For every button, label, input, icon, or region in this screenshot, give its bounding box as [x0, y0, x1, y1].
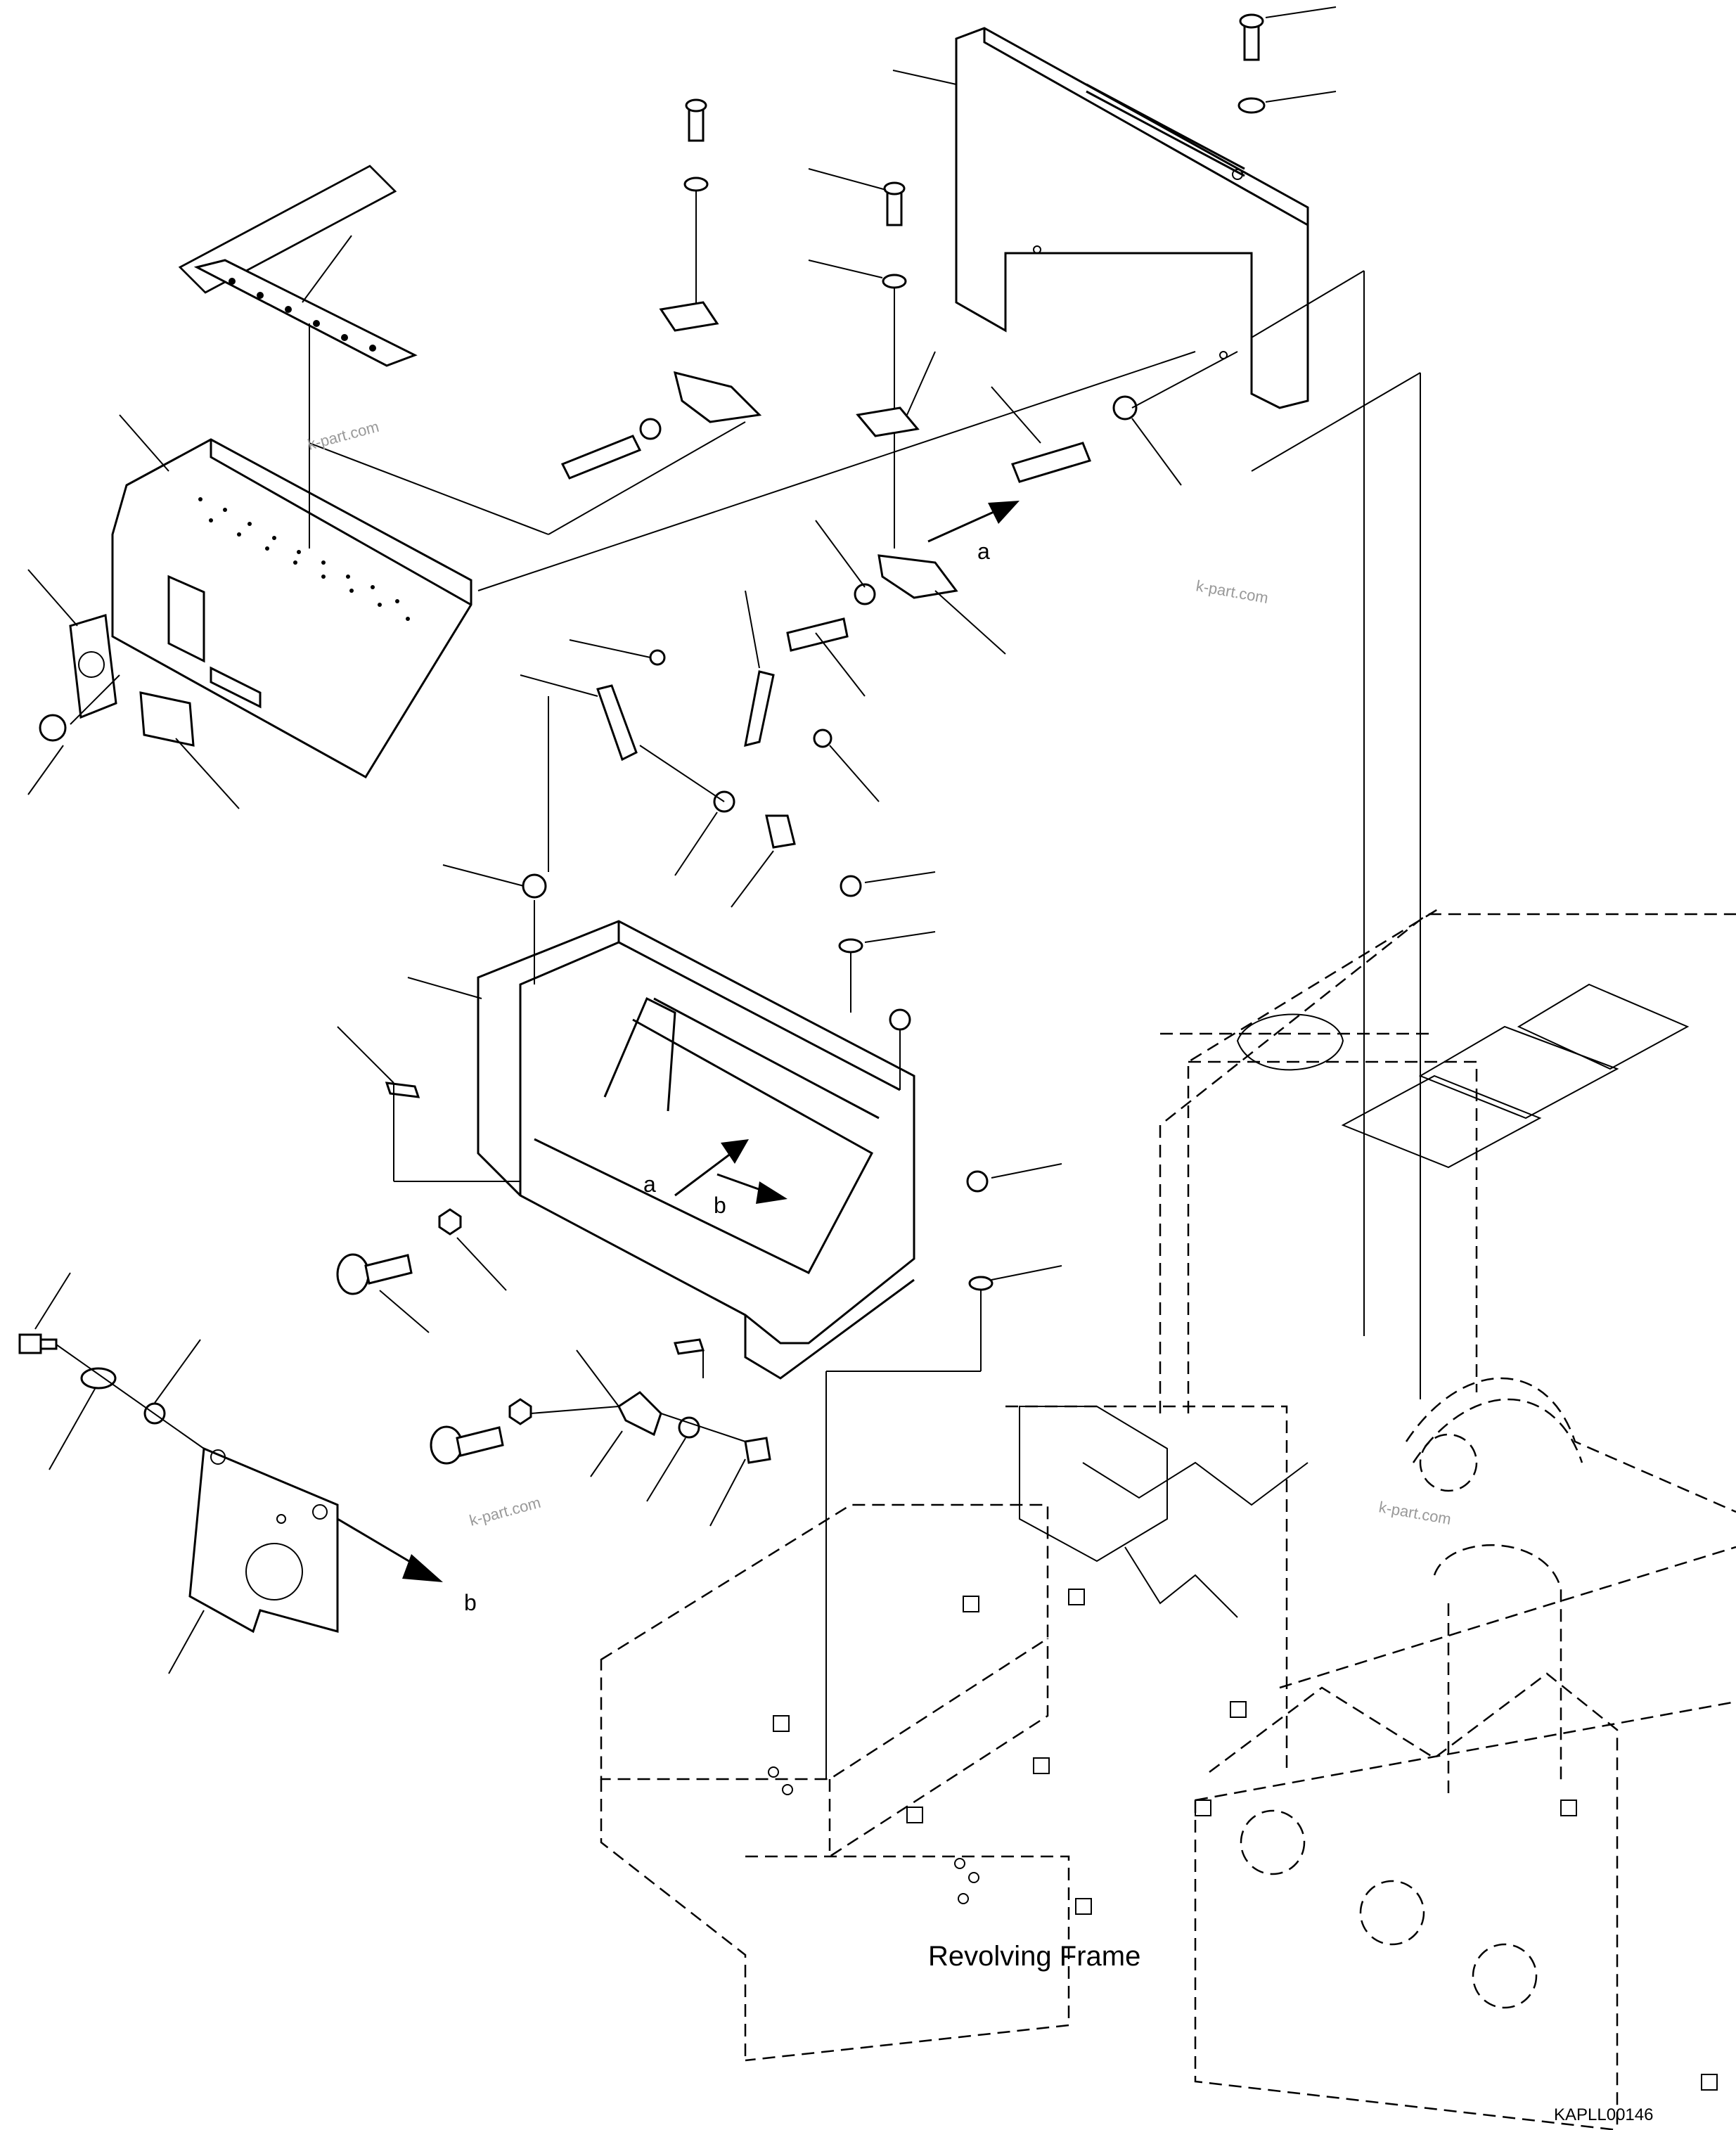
svg-text:b: b	[714, 1193, 726, 1218]
watermark: k-part.com	[306, 418, 381, 454]
hinge-hardware	[560, 6, 1337, 697]
watermark: k-part.com	[1377, 1498, 1453, 1528]
drawing-code: KAPLL00146	[1554, 2105, 1653, 2124]
left-box-cover	[111, 165, 472, 779]
leader-lines	[309, 270, 1421, 1399]
caption: Revolving Frame	[928, 1941, 1140, 1972]
top-cover-panel	[892, 27, 1309, 409]
watermark: k-part.com	[468, 1494, 543, 1529]
svg-text:a: a	[643, 1172, 656, 1197]
svg-text:a: a	[977, 539, 990, 564]
arrow-a-upper: a	[927, 501, 1020, 564]
hole-strip-plate	[193, 235, 418, 548]
svg-text:b: b	[464, 1590, 477, 1615]
middle-brackets	[520, 590, 880, 908]
watermark: k-part.com	[1195, 577, 1270, 607]
arrow-a-center: a	[643, 1139, 749, 1197]
center-battery-box	[337, 864, 1062, 1779]
revolving-frame	[600, 906, 1736, 2130]
cover-plate-bracket: b	[18, 1272, 477, 1674]
left-cover-hole-pattern	[198, 497, 410, 621]
latch-assembly	[27, 569, 240, 809]
lower-left-hardware	[336, 1083, 771, 1527]
arrow-b-center: b	[714, 1173, 787, 1218]
